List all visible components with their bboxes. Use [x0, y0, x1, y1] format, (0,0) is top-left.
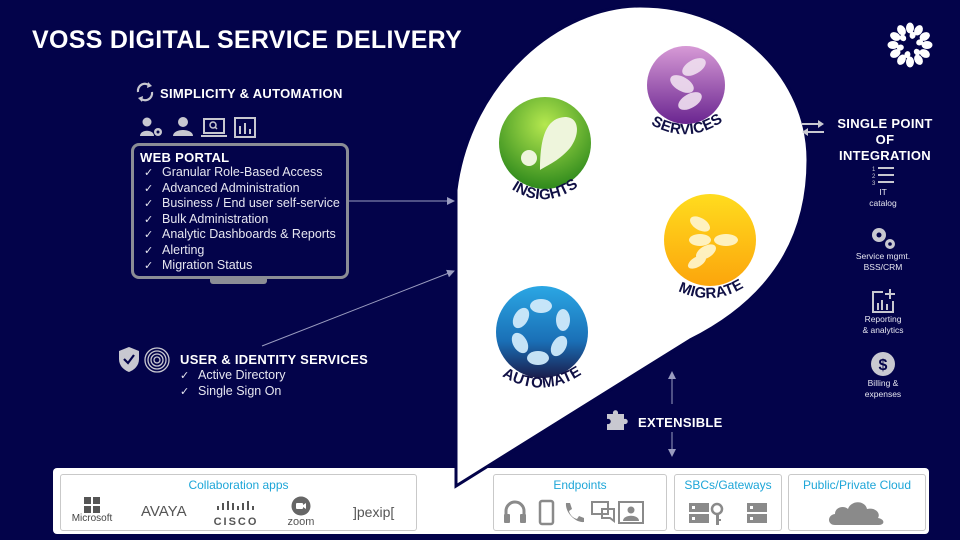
mobile-icon: [538, 499, 555, 526]
web-portal-panel: WEB PORTAL Granular Role-Based Access Ad…: [131, 143, 349, 279]
endpoints-box: Endpoints: [493, 474, 667, 531]
pexip-logo[interactable]: ]pexip[: [353, 504, 395, 520]
integration-item-reporting[interactable]: Reporting & analytics: [843, 288, 923, 336]
zoom-camera-icon: [291, 496, 311, 516]
integration-item-billing[interactable]: $ Billing & expenses: [843, 350, 923, 400]
server-key-icon: [689, 502, 724, 525]
endpoint-icons: [504, 499, 644, 526]
identity-connector: [261, 269, 455, 347]
refresh-icon: [136, 82, 154, 102]
laptop-search-icon: [201, 118, 227, 137]
feature-item: Migration Status: [144, 258, 346, 274]
cloud-title: Public/Private Cloud: [802, 478, 912, 492]
phone-icon: [565, 503, 584, 523]
video-user-icon: [618, 501, 644, 524]
migrate-badge[interactable]: MIGRATE: [664, 194, 756, 302]
identity-item: Active Directory: [180, 368, 286, 384]
integration-label: Billing &: [867, 378, 899, 388]
voss-logo-icon: [887, 22, 933, 68]
gateways-title: SBCs/Gateways: [684, 478, 772, 492]
svg-text:2: 2: [872, 174, 876, 180]
cloud-box: Public/Private Cloud: [788, 474, 926, 531]
identity-item: Single Sign On: [180, 384, 286, 400]
zoom-logo[interactable]: zoom: [281, 496, 321, 528]
fingerprint-icon: [144, 347, 170, 373]
integration-label: Reporting: [864, 314, 902, 324]
extensible-label: EXTENSIBLE: [638, 415, 723, 430]
puzzle-icon: [607, 410, 628, 430]
user-icon: [173, 117, 193, 136]
microsoft-logo[interactable]: Microsoft: [67, 497, 117, 524]
web-portal-features: Granular Role-Based Access Advanced Admi…: [144, 165, 346, 274]
services-badge[interactable]: SERVICES: [647, 46, 725, 138]
integration-label: & analytics: [862, 325, 904, 335]
swap-arrows-icon: [802, 120, 824, 136]
cisco-bars-icon: [217, 501, 254, 510]
svg-text:3: 3: [872, 181, 876, 187]
microsoft-label: Microsoft: [71, 513, 113, 524]
simplicity-heading: SIMPLICITY & AUTOMATION: [160, 86, 343, 101]
gateways-box: SBCs/Gateways: [674, 474, 782, 531]
feature-item: Business / End user self-service: [144, 196, 346, 212]
endpoints-title: Endpoints: [553, 478, 607, 492]
chat-icon: [591, 501, 615, 523]
page-title: VOSS DIGITAL SERVICE DELIVERY: [32, 26, 463, 54]
integration-heading-line1: SINGLE POINT OF: [837, 116, 933, 147]
integration-item-service-mgmt[interactable]: Service mgmt. BSS/CRM: [843, 225, 923, 273]
dollar-icon: $: [871, 352, 895, 376]
integration-item-it-catalog[interactable]: 1 2 3 IT catalog: [843, 163, 923, 209]
zoom-label: zoom: [287, 516, 315, 528]
gateway-icons: [689, 502, 767, 525]
integration-heading: SINGLE POINT OF INTEGRATION: [830, 116, 940, 164]
chart-add-icon: [872, 289, 895, 313]
web-portal-heading: WEB PORTAL: [140, 150, 230, 165]
avaya-logo[interactable]: AVAYA: [141, 503, 187, 520]
microsoft-grid-icon: [84, 497, 100, 513]
feature-item: Advanced Administration: [144, 181, 346, 197]
integration-label: expenses: [864, 389, 902, 399]
integration-label: Service mgmt.: [855, 251, 911, 261]
collaboration-apps-box: Collaboration apps Microsoft AVAYA CISCO…: [60, 474, 417, 531]
svg-text:1: 1: [872, 167, 876, 173]
portal-icons: [140, 117, 256, 138]
headset-icon: [504, 500, 526, 523]
identity-icons: [119, 347, 170, 373]
shield-check-icon: [119, 347, 139, 372]
integration-label: catalog: [869, 198, 897, 208]
gears-icon: [872, 228, 895, 249]
cisco-label: CISCO: [213, 516, 259, 528]
cloud-icon: [829, 502, 884, 525]
bar-chart-icon: [234, 117, 256, 138]
integration-label: BSS/CRM: [863, 262, 903, 272]
feature-item: Analytic Dashboards & Reports: [144, 227, 346, 243]
feature-item: Alerting: [144, 243, 346, 259]
monitor-stand: [210, 276, 267, 284]
cisco-logo[interactable]: CISCO: [211, 498, 261, 528]
integration-label: IT: [879, 187, 887, 197]
feature-item: Bulk Administration: [144, 212, 346, 228]
insights-badge[interactable]: INSIGHTS: [499, 97, 591, 204]
server-icon: [747, 503, 767, 523]
integration-heading-line2: INTEGRATION: [839, 148, 931, 163]
collaboration-apps-title: Collaboration apps: [188, 478, 289, 492]
user-settings-icon: [140, 117, 162, 136]
identity-heading: USER & IDENTITY SERVICES: [180, 352, 369, 367]
automate-badge[interactable]: AUTOMATE: [496, 286, 588, 392]
numbered-list-icon: 1 2 3: [872, 167, 894, 187]
identity-features: Active Directory Single Sign On: [180, 368, 286, 399]
feature-item: Granular Role-Based Access: [144, 165, 346, 181]
svg-text:$: $: [879, 357, 888, 374]
